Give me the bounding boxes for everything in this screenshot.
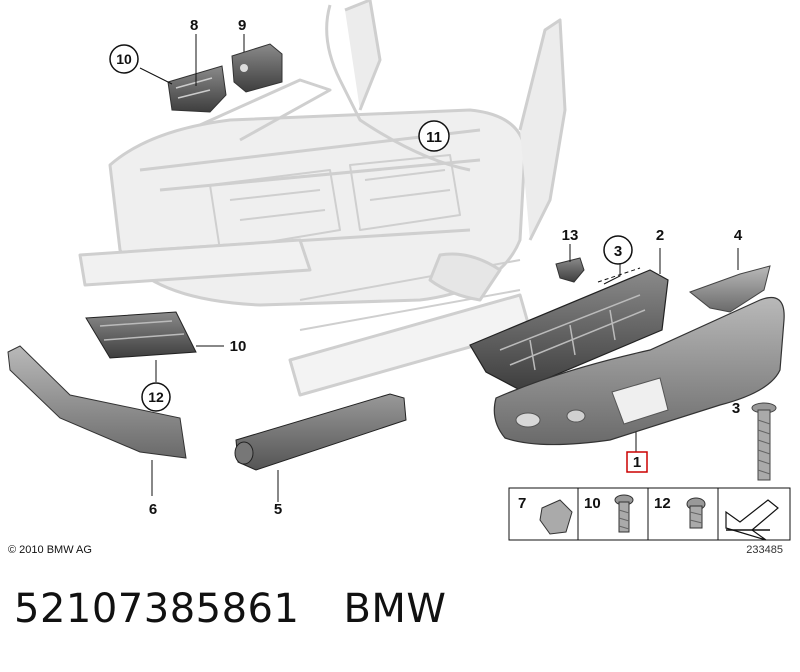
callout-1-highlighted: 1: [626, 451, 648, 473]
callout-10-label: 10: [116, 51, 132, 67]
legend-item-12-label: 12: [654, 495, 671, 512]
callout-4-label: 4: [734, 227, 743, 244]
part-number: 52107385861: [14, 586, 300, 632]
brand-name: BMW: [343, 586, 447, 632]
callout-13: 13: [562, 227, 579, 244]
part-9-cover: [231, 43, 283, 93]
callout-9: 9: [238, 17, 246, 34]
part-1-trim-panel: [493, 296, 785, 446]
callout-6: 6: [149, 501, 157, 518]
callout-5: 5: [274, 501, 282, 518]
callout-12-circled: 12: [141, 382, 171, 412]
part-6-trim-strip: [7, 345, 187, 459]
part-5-rail-cover: [234, 393, 407, 471]
callout-1-label: 1: [633, 454, 641, 471]
legend-item-7: 7: [518, 495, 573, 535]
callout-7-label: 11: [426, 129, 442, 146]
legend-item-12: 12: [654, 495, 706, 529]
callout-8-label: 8: [190, 17, 198, 34]
callout-3-circled-label: 3: [614, 243, 622, 260]
callout-3-legend: 3: [732, 400, 740, 417]
callout-13-label: 13: [562, 227, 579, 244]
part-2-carrier: [469, 269, 669, 391]
part-11-bracket: [85, 311, 197, 359]
copyright-notice: © 2010 BMW AG: [8, 544, 92, 556]
leader-lines: [139, 34, 739, 502]
diagram-reference-number: 233485: [746, 544, 783, 556]
callout-8: 8: [190, 17, 198, 34]
callout-9-label: 9: [238, 17, 246, 34]
direction-arrow-icon: [725, 499, 779, 541]
legend-item-7-label: 7: [518, 495, 526, 512]
callout-3-legend-label: 3: [732, 400, 740, 417]
callout-2: 2: [656, 227, 664, 244]
part-4-cover: [688, 265, 771, 313]
callout-5-label: 5: [274, 501, 282, 518]
fastener-legend: 7 10 12: [508, 487, 791, 541]
clip-icon: [539, 499, 573, 535]
callout-7-circled: 11: [418, 120, 450, 152]
legend-item-10-label: 10: [584, 495, 601, 512]
callout-6-label: 6: [149, 501, 157, 518]
callout-11-label: 10: [230, 338, 247, 355]
callout-12-label: 12: [148, 389, 164, 405]
part-13-clip: [555, 257, 585, 283]
legend-item-10: 10: [584, 494, 634, 533]
callout-4: 4: [734, 227, 743, 244]
part-number-line: 52107385861 BMW: [14, 586, 446, 632]
parts-diagram: 8 9 10 11 13 3 2 4 10 12 6 5 1 3: [7, 0, 791, 556]
screw-icon: [614, 494, 634, 533]
seat-frame: [78, 0, 567, 397]
part-3-screw: [751, 402, 777, 481]
callout-10-circled: 10: [109, 44, 139, 74]
callout-11: 10: [230, 338, 247, 355]
part-8-bracket: [167, 65, 227, 113]
callout-3-circled: 3: [603, 235, 633, 265]
screw-icon: [686, 497, 706, 529]
callout-2-label: 2: [656, 227, 664, 244]
